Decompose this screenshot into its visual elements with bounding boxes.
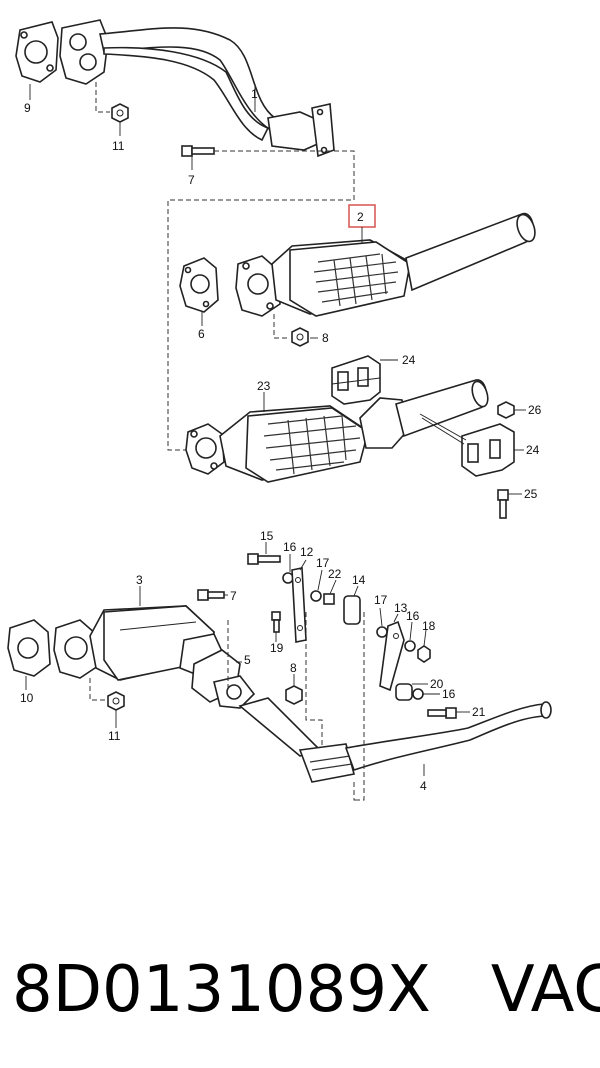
part-number: 8D0131089X <box>12 953 431 1027</box>
callout-1: 1 <box>251 87 258 101</box>
footer: 8D0131089X VAG <box>12 940 600 1040</box>
bracket-assembly-13 <box>376 620 457 719</box>
hanger-24-right <box>419 401 515 519</box>
brand-name: VAG <box>490 953 600 1027</box>
callout-6: 6 <box>198 327 205 341</box>
exhaust-pipe-4 <box>238 697 552 783</box>
callout-18: 18 <box>422 619 436 633</box>
callout-20: 20 <box>430 677 444 691</box>
callout-23: 23 <box>257 379 271 393</box>
callout-12: 12 <box>300 545 314 559</box>
callout-17-b: 17 <box>374 593 388 607</box>
callout-9: 9 <box>24 101 31 115</box>
callout-21: 21 <box>472 705 486 719</box>
catalytic-converter-23 <box>185 379 489 483</box>
callout-24: 24 <box>402 353 416 367</box>
callout-17-a: 17 <box>316 556 330 570</box>
callout-14: 14 <box>352 573 366 587</box>
callout-2: 2 <box>357 210 364 224</box>
front-pipe-assembly <box>15 19 335 158</box>
exhaust-parts-diagram: 9 11 1 7 2 6 8 24 23 26 24 25 15 16 12 1… <box>7 19 552 801</box>
callout-4: 4 <box>420 779 427 793</box>
callout-7-b: 7 <box>230 589 237 603</box>
callout-16-b: 16 <box>406 609 420 623</box>
callout-10: 10 <box>20 691 34 705</box>
callout-8: 8 <box>322 331 329 345</box>
callout-19: 19 <box>270 641 284 655</box>
callout-24-right: 24 <box>526 443 540 457</box>
callout-22: 22 <box>328 567 342 581</box>
callout-7: 7 <box>188 173 195 187</box>
callout-15: 15 <box>260 529 274 543</box>
callout-13: 13 <box>394 601 408 615</box>
catalytic-converter-2 <box>179 213 536 347</box>
callout-3: 3 <box>136 573 143 587</box>
callout-11: 11 <box>112 139 125 153</box>
callout-16-c: 16 <box>442 687 456 701</box>
callout-16-a: 16 <box>283 540 297 554</box>
callout-8-b: 8 <box>290 661 297 675</box>
callout-5: 5 <box>244 653 251 667</box>
hanger-24-top <box>331 355 381 405</box>
callout-26: 26 <box>528 403 542 417</box>
catalytic-converter-3-assembly <box>7 589 303 711</box>
callout-25: 25 <box>524 487 538 501</box>
bracket-assembly-12 <box>247 553 361 643</box>
callout-11-b: 11 <box>108 729 121 743</box>
